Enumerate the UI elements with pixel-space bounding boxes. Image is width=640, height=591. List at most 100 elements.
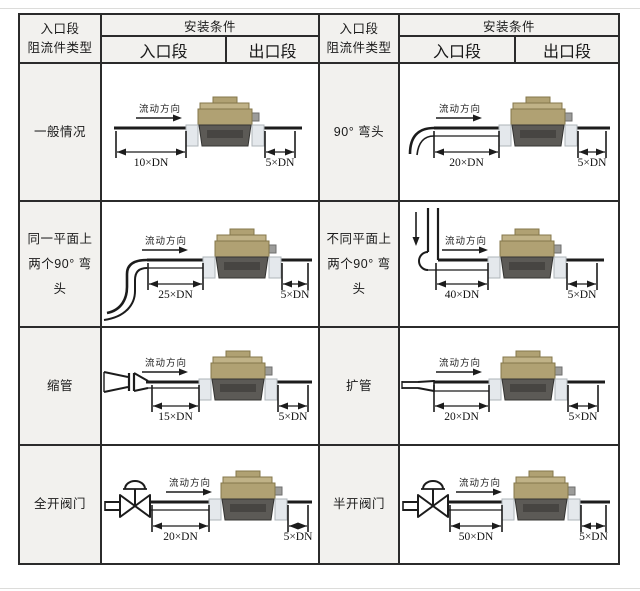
dimension-label: 50×DN [459, 531, 494, 543]
meter-cap [229, 228, 255, 236]
header-inlet-segment-text: 入口段 [40, 21, 80, 36]
flow-meter [198, 350, 278, 401]
valve-open-icon [104, 480, 209, 518]
installation-conditions-table: 入口段 阻流件类型 安装条件 入口段 出口段 入口段 阻流件类型 安装条件 入口… [18, 13, 620, 565]
flow-direction: 流动方向 [436, 103, 482, 122]
row-label-valve-fully-open: 全开阀门 [20, 446, 102, 563]
meter-sensor-groove [230, 504, 266, 512]
meter-body [197, 108, 253, 126]
meter-cap [525, 96, 551, 104]
row-label-two-elbows-diff-plane: 不同平面上两个90° 弯头 [320, 202, 400, 328]
meter-sensor-groove [523, 504, 559, 512]
header-obstruction-type-text: 阻流件类型 [326, 40, 392, 55]
flow-direction-label: 流动方向 [439, 357, 481, 369]
outlet-dimension: 5×DN [277, 385, 309, 423]
meter-cap [225, 350, 251, 358]
dimension-label: 20×DN [449, 157, 484, 169]
row-label-two-elbows-same-plane: 同一平面上两个90° 弯头 [20, 202, 102, 328]
inlet-dimension: 20×DN [433, 385, 490, 423]
header-outlet-section-right: 出口段 [542, 43, 591, 61]
meter-lid [222, 476, 273, 484]
double-elbow-same-plane-icon [103, 258, 203, 321]
meter-left-flange [487, 256, 501, 279]
meter-left-flange [198, 378, 212, 401]
dimension-label: 5×DN [266, 157, 296, 169]
inlet-dimension: 50×DN [449, 505, 503, 543]
meter-left-flange [488, 378, 502, 401]
dimension-label: 5×DN [579, 531, 609, 543]
header-inlet-section-left: 入口段 [102, 37, 227, 62]
dimension-label: 20×DN [163, 531, 198, 543]
meter-sensor-groove [207, 130, 243, 138]
meter-right-flange [251, 124, 265, 147]
row-label-general-case: 一般情况 [20, 64, 102, 202]
dimension-label: 5×DN [578, 157, 608, 169]
pipe-diagram: 流动方向 20×DN 5×DN [408, 96, 610, 169]
meter-lid [515, 476, 566, 484]
flow-direction-label: 流动方向 [169, 477, 211, 489]
meter-body [210, 362, 266, 380]
flow-direction: 流动方向 [436, 357, 482, 376]
flow-direction: 流动方向 [166, 477, 212, 496]
meter-body [214, 240, 270, 258]
flow-direction: 流动方向 [442, 235, 488, 254]
flow-meter [487, 228, 567, 279]
meter-body [500, 362, 556, 380]
header-outlet-section-left: 出口段 [248, 43, 297, 61]
inlet-dimension: 20×DN [151, 505, 210, 543]
reducer-icon [103, 371, 199, 393]
meter-sensor-groove [509, 262, 545, 270]
header-inlet-obstruction-type-right: 入口段 阻流件类型 [320, 15, 400, 64]
flow-direction-label: 流动方向 [439, 103, 481, 115]
diagram-general-case: 流动方向 10×DN 5×DN [102, 64, 320, 202]
bottom-rule [0, 588, 640, 589]
dimension-label: 10×DN [134, 157, 169, 169]
flow-meter [488, 350, 568, 401]
diagram-expander: 流动方向 20×DN 5×DN [400, 328, 618, 446]
header-inlet-segment-text: 入口段 [339, 21, 379, 36]
flow-meter [208, 470, 288, 521]
meter-cap [528, 470, 554, 478]
outlet-dimension: 5×DN [579, 505, 609, 543]
elbow-90-icon [408, 126, 499, 156]
dimension-label: 40×DN [445, 289, 480, 301]
flow-direction-label: 流动方向 [145, 357, 187, 369]
meter-sensor-groove [224, 262, 260, 270]
header-subrow-left: 入口段 出口段 [102, 37, 320, 64]
meter-right-flange [268, 256, 282, 279]
meter-right-flange [274, 498, 288, 521]
dimension-label: 5×DN [569, 411, 599, 423]
diagram-90-elbow: 流动方向 20×DN 5×DN [400, 64, 618, 202]
row-label-reducer: 缩管 [20, 328, 102, 446]
meter-right-flange [553, 256, 567, 279]
valve-half-open-icon [402, 480, 502, 518]
header-install-conditions-left: 安装条件 [102, 15, 320, 37]
dimension-label: 5×DN [281, 289, 311, 301]
meter-cap [514, 228, 540, 236]
header-install-conditions-right: 安装条件 [400, 15, 618, 37]
dimension-label: 20×DN [444, 411, 479, 423]
dimension-label: 5×DN [279, 411, 309, 423]
meter-lid [501, 234, 552, 242]
flow-meter [185, 96, 265, 147]
meter-left-flange [202, 256, 216, 279]
meter-body [513, 482, 569, 500]
inlet-dimension: 10×DN [115, 131, 187, 169]
meter-right-flange [264, 378, 278, 401]
pipe-diagram: 流动方向 10×DN 5×DN [114, 96, 302, 169]
header-inlet-obstruction-type-left: 入口段 阻流件类型 [20, 15, 102, 64]
meter-left-flange [501, 498, 515, 521]
flow-direction-label: 流动方向 [139, 103, 181, 115]
flow-direction: 流动方向 [142, 235, 188, 254]
double-elbow-diff-plane-icon [412, 208, 488, 271]
meter-cap [212, 96, 238, 104]
meter-sensor-groove [220, 384, 256, 392]
meter-left-flange [498, 124, 512, 147]
